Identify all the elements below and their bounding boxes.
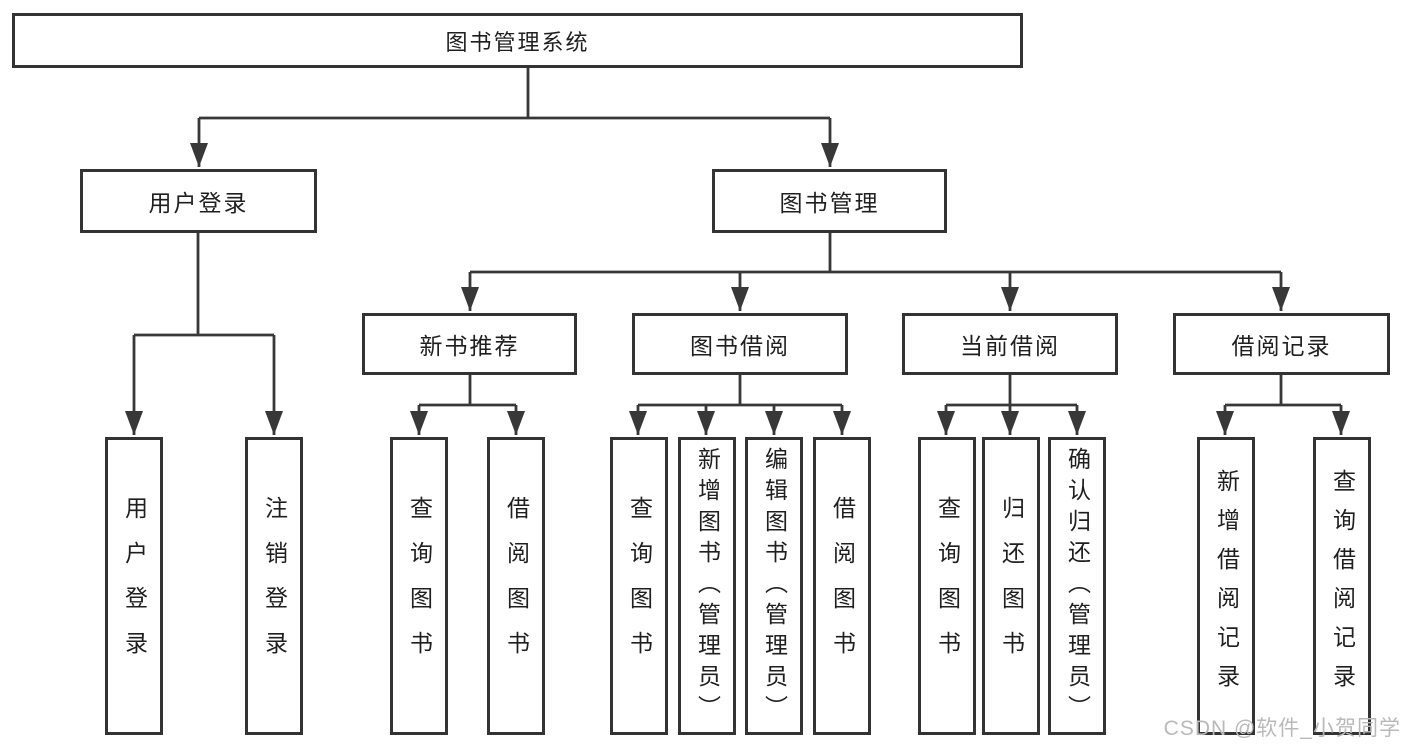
leaf-label: 查询借阅记录 (1329, 469, 1356, 703)
node-user-login: 用户登录 (80, 169, 317, 233)
leaf-query-books-current: 查询图书 (918, 437, 976, 735)
node-book-management: 图书管理 (712, 169, 947, 233)
leaf-borrow-books-recommend: 借阅图书 (487, 437, 545, 735)
edge-records-to-leaves (1225, 375, 1341, 407)
leaf-label: 归还图书 (998, 496, 1025, 676)
leaf-query-borrow-record: 查询借阅记录 (1313, 437, 1371, 735)
leaf-edit-books-admin: 编辑图书（管理员） (745, 437, 803, 735)
leaf-borrow-books: 借阅图书 (813, 437, 871, 735)
edge-root-to-level2 (199, 68, 830, 120)
node-current-borrow: 当前借阅 (902, 313, 1118, 375)
node-borrow-records: 借阅记录 (1173, 313, 1390, 375)
node-new-book-recommend: 新书推荐 (362, 313, 577, 375)
edge-mgmt-to-level3 (470, 233, 1281, 274)
leaf-query-books-recommend: 查询图书 (390, 437, 448, 735)
leaf-label: 借阅图书 (829, 496, 856, 676)
leaf-label: 用户登录 (121, 496, 148, 676)
leaf-label: 查询图书 (406, 496, 433, 676)
leaf-label: 借阅图书 (503, 496, 530, 676)
leaf-return-books: 归还图书 (982, 437, 1040, 735)
edge-recommend-to-leaves (419, 375, 516, 407)
leaf-label: 查询图书 (934, 496, 961, 676)
watermark: CSDN @软件_小贺同学 (1163, 717, 1401, 740)
leaf-logout: 注销登录 (245, 437, 303, 735)
edge-current-to-leaves (946, 375, 1077, 407)
leaf-label: 新增借阅记录 (1213, 469, 1240, 703)
leaf-add-books-admin: 新增图书（管理员） (678, 437, 736, 735)
node-book-borrow: 图书借阅 (632, 313, 848, 375)
leaf-label: 确认归还（管理员） (1064, 446, 1091, 726)
node-root: 图书管理系统 (12, 13, 1023, 68)
leaf-label: 查询图书 (626, 496, 653, 676)
leaf-user-login: 用户登录 (105, 437, 163, 735)
leaf-confirm-return-admin: 确认归还（管理员） (1048, 437, 1106, 735)
leaf-add-borrow-record: 新增借阅记录 (1197, 437, 1255, 735)
leaf-label: 新增图书（管理员） (694, 446, 721, 726)
leaf-query-books-borrow: 查询图书 (610, 437, 668, 735)
edge-login-to-leaves (134, 233, 274, 337)
edge-borrow-to-leaves (638, 375, 842, 407)
leaf-label: 编辑图书（管理员） (761, 446, 788, 726)
leaf-label: 注销登录 (261, 496, 288, 676)
